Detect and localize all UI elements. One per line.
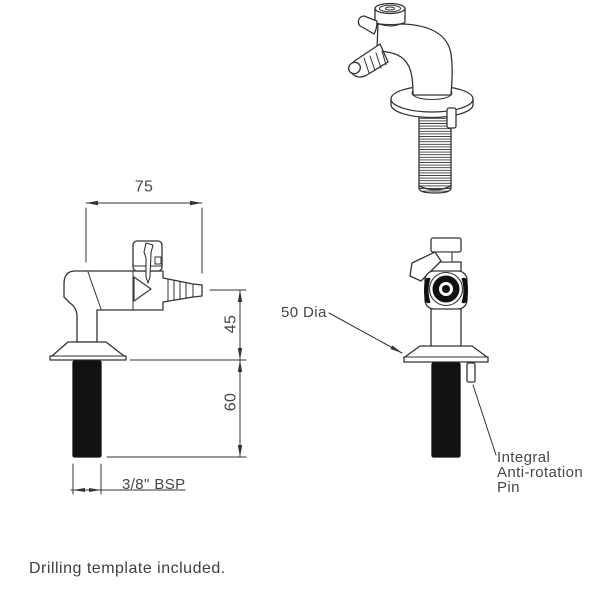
front-valve-shade-left xyxy=(424,277,431,304)
front-lever xyxy=(409,251,442,282)
pin-note-line-1: Integral xyxy=(497,449,551,466)
iso-nozzle-tip xyxy=(347,61,362,75)
pin-note-line-2: Anti-rotation xyxy=(497,464,584,481)
iso-shank-thread xyxy=(418,102,452,194)
drilling-template-note: Drilling template included. xyxy=(29,560,226,577)
iso-shank-bottom xyxy=(418,185,452,191)
dim-arrow xyxy=(190,200,202,206)
dimension-spout-height-label: 45 xyxy=(222,314,240,334)
dimension-shank-length-label: 60 xyxy=(222,392,240,412)
leader-lines xyxy=(328,312,497,456)
anti-rotation-pin-note: Integral Anti-rotation Pin xyxy=(497,450,583,495)
front-view xyxy=(403,237,489,458)
dia-leader xyxy=(328,312,403,354)
front-shank xyxy=(431,362,461,458)
front-handle-cap xyxy=(430,237,462,253)
front-flange xyxy=(403,345,489,363)
dim-arrow xyxy=(89,488,101,492)
iso-handle-collar xyxy=(376,22,404,27)
side-flange xyxy=(49,341,127,361)
dim-arrow xyxy=(86,200,98,206)
dim-arrow xyxy=(237,290,243,302)
side-handle-blade xyxy=(143,242,154,284)
side-view xyxy=(49,240,203,458)
isometric-view xyxy=(347,2,474,194)
iso-nozzle-serration xyxy=(363,57,370,74)
dimension-lines xyxy=(70,200,247,495)
dia-leader-arrow xyxy=(390,345,402,353)
side-shank xyxy=(72,360,102,458)
dim-arrow xyxy=(73,488,85,492)
thread-spec-label: 3/8" BSP xyxy=(122,476,186,493)
iso-lever xyxy=(357,15,378,35)
dim-arrow xyxy=(237,445,243,457)
iso-nozzle-serration xyxy=(375,52,382,69)
side-elbow-line xyxy=(87,271,102,310)
dimension-width-label: 75 xyxy=(134,178,154,196)
front-outlet-center xyxy=(442,285,450,293)
front-valve-shade-right xyxy=(461,277,468,304)
iso-body xyxy=(376,23,453,96)
flange-diameter-label: 50 Dia xyxy=(281,304,327,321)
front-outlet-ring xyxy=(428,271,464,307)
pin-note-line-3: Pin xyxy=(497,479,520,496)
iso-nozzle-serration xyxy=(381,50,387,66)
iso-handle-slot xyxy=(385,6,395,11)
pin-leader xyxy=(472,384,497,456)
dim-arrow xyxy=(237,360,243,372)
iso-nozzle-serration xyxy=(369,55,376,71)
front-pin xyxy=(466,362,476,383)
side-bonnet-nut xyxy=(154,256,162,265)
side-valve-cone xyxy=(133,276,152,302)
dim-arrow xyxy=(237,348,243,360)
iso-handle-top-inner xyxy=(379,4,401,13)
iso-pin-tab xyxy=(446,107,457,129)
